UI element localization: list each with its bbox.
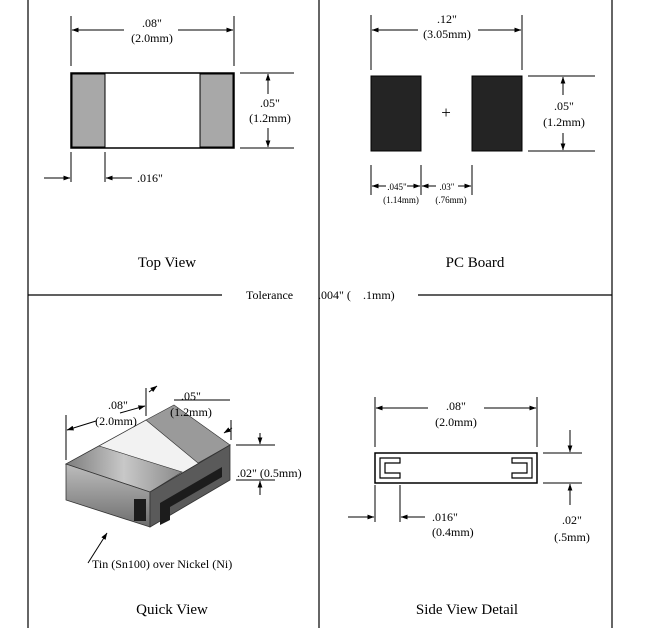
top-view-title: Top View [138, 255, 196, 271]
side-view-terminal-in: .016" [432, 510, 458, 524]
quick-view-title: Quick View [136, 602, 208, 618]
top-view-panel: .08" (2.0mm) .05" (1.2mm) .016" Top View [44, 16, 294, 271]
pc-board-pad-in: .045" [387, 182, 407, 192]
top-view-height-in: .05" [260, 96, 280, 110]
quick-view-end-window [160, 467, 222, 525]
top-view-terminal-left [71, 73, 106, 148]
pc-board-height-mm: (1.2mm) [543, 115, 585, 129]
pc-board-width-mm: (3.05mm) [423, 27, 471, 41]
quick-view-material-note: Tin (Sn100) over Nickel (Ni) [92, 557, 232, 571]
tolerance-label: Tolerance [246, 288, 293, 302]
quick-view-front-window [134, 499, 146, 521]
quick-view-panel: .08" (2.0mm) .05" (1.2mm) .02" (0.5mm) T… [65, 385, 302, 618]
pc-board-width-in: .12" [437, 12, 457, 26]
quick-view-width-mm: (1.2mm) [170, 405, 212, 419]
top-view-terminal-in: .016" [137, 171, 163, 185]
side-view-length-mm: (2.0mm) [435, 415, 477, 429]
pc-board-center-mark: + [441, 103, 451, 122]
frame-lines [27, 0, 613, 628]
side-view-length-in: .08" [446, 399, 466, 413]
pc-board-gap-mm: (.76mm) [435, 195, 466, 205]
tolerance-in: .004" ( [318, 288, 351, 302]
side-view-title: Side View Detail [416, 602, 518, 618]
top-view-width-mm: (2.0mm) [131, 31, 173, 45]
tolerance-mm: .1mm) [363, 288, 395, 302]
pc-board-pad-right [471, 75, 523, 152]
side-view-terminal-mm: (0.4mm) [432, 525, 474, 539]
pc-board-title: PC Board [446, 255, 505, 271]
pc-board-pad-mm: (1.14mm) [383, 195, 419, 205]
side-view-height-in: .02" [562, 513, 582, 527]
top-view-terminal-right [199, 73, 234, 148]
side-view-terminal-left [379, 457, 401, 479]
pc-board-pad-left [370, 75, 422, 152]
side-view-panel: .08" (2.0mm) .016" (0.4mm) .02" (.5mm) S… [348, 397, 590, 618]
side-view-outline [374, 452, 538, 484]
top-view-width-in: .08" [142, 16, 162, 30]
quick-view-width-in: .05" [181, 389, 201, 403]
pc-board-height-in: .05" [554, 99, 574, 113]
quick-view-height: .02" (0.5mm) [237, 466, 302, 480]
tolerance-note: Tolerance .004" ( .1mm) [246, 288, 395, 302]
pc-board-gap-in: .03" [440, 182, 455, 192]
quick-view-length-mm: (2.0mm) [95, 414, 137, 428]
top-view-height-mm: (1.2mm) [249, 111, 291, 125]
quick-view-length-in: .08" [108, 398, 128, 412]
side-view-terminal-right [511, 457, 533, 479]
side-view-height-mm: (.5mm) [554, 530, 590, 544]
pc-board-panel: + .12" (3.05mm) .05" (1.2mm) .045" (1.14 [370, 12, 595, 271]
